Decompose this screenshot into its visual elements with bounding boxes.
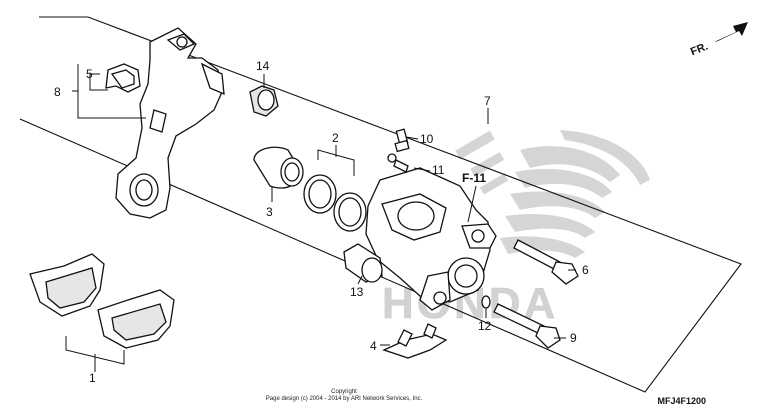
pin-boot-part	[249, 85, 279, 117]
bleeder-cap-part	[387, 153, 409, 173]
honda-wing-watermark	[455, 130, 650, 258]
caliper-slide-pin-part	[343, 243, 383, 283]
pad-spring-part	[382, 323, 448, 359]
callout-10: 10	[420, 132, 434, 146]
caliper-piston-part	[253, 146, 304, 189]
section-reference-label: F-11	[462, 171, 486, 185]
callout-7: 7	[484, 94, 491, 108]
front-direction-label: FR.	[689, 40, 710, 58]
callout-14: 14	[256, 59, 270, 73]
caliper-body-part	[365, 167, 497, 311]
callout-5: 5	[86, 67, 93, 81]
callout-6: 6	[582, 263, 589, 277]
callout-12: 12	[478, 319, 492, 333]
front-direction-indicator: FR.	[689, 22, 748, 58]
brake-pad-set-part	[29, 253, 175, 349]
callout-9: 9	[570, 331, 577, 345]
pad-retainer-part	[105, 63, 141, 93]
washer-part	[481, 295, 491, 309]
callout-2: 2	[332, 131, 339, 145]
copyright-line-2: Page design (c) 2004 - 2014 by ARI Netwo…	[266, 396, 423, 402]
callout-8: 8	[54, 85, 61, 99]
callout-3: 3	[266, 205, 273, 219]
callout-11: 11	[432, 163, 445, 177]
callout-13: 13	[350, 285, 364, 299]
caliper-bolt-upper-part	[513, 239, 579, 285]
caliper-bolt-lower-part	[493, 303, 561, 349]
caliper-bracket-part	[115, 27, 225, 219]
callout-4: 4	[370, 339, 377, 353]
front-arrow-icon	[714, 22, 748, 42]
callout-1: 1	[89, 371, 96, 385]
callout-labels: 1 2 3 4 5 6 7 8 9 10 11 12 13 14 F-11	[54, 59, 589, 385]
diagram-code: MFJ4F1200	[657, 396, 706, 406]
copyright-line-1: Copyright	[331, 389, 357, 395]
piston-seal-set-part	[303, 174, 367, 232]
leader-lines	[65, 64, 576, 372]
bleeder-screw-part	[394, 128, 410, 153]
